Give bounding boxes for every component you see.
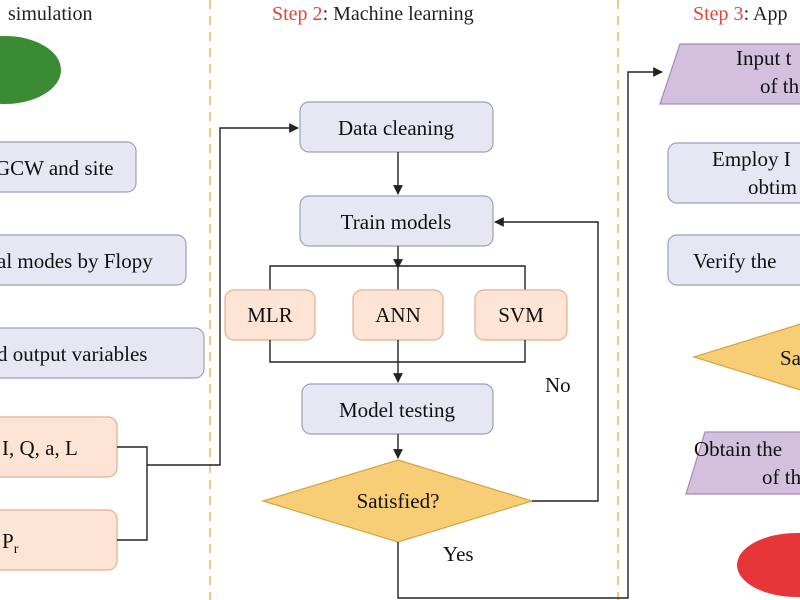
- process-label-gcw-site: GCW and site: [0, 156, 114, 180]
- process-label-model-testing: Model testing: [339, 398, 456, 422]
- process-box-output-vars: [0, 327, 205, 379]
- param-label-1: I, Q, a, L: [2, 436, 78, 460]
- model-box-svm: [474, 289, 568, 341]
- process-label-output-vars: d output variables: [0, 342, 147, 366]
- data-label-obtain-1: Obtain the: [694, 437, 782, 461]
- step3-word: Step 3: [693, 3, 744, 25]
- arrow-no-loop: [494, 217, 599, 502]
- data-label-obtain-2: of th: [762, 465, 800, 489]
- process-label-verify: Verify the: [693, 249, 776, 273]
- step1-column: simulation GCW and site al modes by Flop…: [0, 3, 299, 571]
- process-label-train-models: Train models: [341, 210, 452, 234]
- arrow-yes-to-step3: [397, 67, 663, 599]
- process-box-verify: [667, 234, 800, 286]
- decision-label-satisfied-step3: Sa: [780, 346, 800, 370]
- process-box-modes: [0, 234, 187, 286]
- model-label-svm: SVM: [498, 303, 544, 327]
- process-label-data-cleaning: Data cleaning: [338, 116, 455, 140]
- param-box-2: [0, 509, 118, 571]
- data-box-obtain: [685, 431, 800, 495]
- end-terminal: [737, 533, 800, 597]
- step2-title: : Machine learning: [323, 3, 474, 25]
- step3-column: Step 3: App Input t of th Employ I obtim…: [659, 3, 800, 597]
- param-bracket: [117, 446, 148, 541]
- process-box-train-models: [299, 195, 494, 247]
- step3-heading: Step 3: App: [693, 3, 787, 25]
- decision-label-satisfied: Satisfied?: [357, 489, 440, 513]
- step2-column: Step 2: Machine learning Data cleaning T…: [224, 3, 663, 599]
- step1-title: simulation: [8, 3, 92, 25]
- param-label-2: Pr: [2, 529, 19, 557]
- process-label-employ-1: Employ I: [712, 147, 791, 171]
- process-label-employ-2: obtim: [748, 175, 797, 199]
- data-label-input-2: of th: [760, 74, 800, 98]
- data-label-input-1: Input t: [736, 46, 792, 70]
- model-label-mlr: MLR: [247, 303, 293, 327]
- process-label-modes: al modes by Flopy: [0, 249, 153, 273]
- arrow-params-to-data-cleaning: [147, 123, 299, 466]
- model-label-ann: ANN: [375, 303, 421, 327]
- label-no: No: [545, 373, 571, 397]
- decision-satisfied-step3: [691, 323, 800, 391]
- step3-title: : App: [744, 3, 788, 25]
- start-terminal: [0, 36, 61, 104]
- step2-heading: Step 2: Machine learning: [272, 3, 474, 25]
- step2-word: Step 2: [272, 3, 323, 25]
- data-box-input: [659, 43, 800, 105]
- process-box-data-cleaning: [299, 101, 494, 153]
- label-yes: Yes: [443, 542, 474, 566]
- process-box-gcw-site: [0, 141, 137, 193]
- process-box-employ: [667, 142, 800, 204]
